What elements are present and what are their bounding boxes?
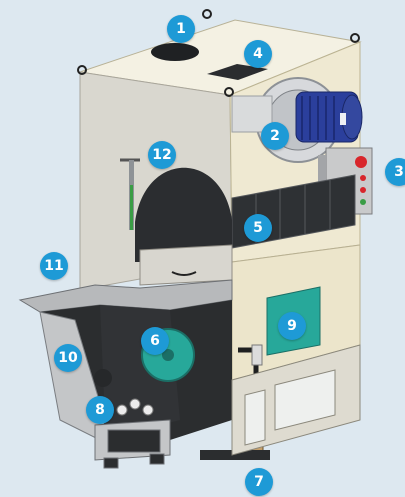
support-legs [231,344,361,456]
callout-label: 10 [58,350,78,366]
callout-badge-2: 2 [261,122,289,150]
callout-badge-5: 5 [244,214,272,242]
callout-badge-12: 12 [148,141,176,169]
callout-label: 12 [152,147,172,163]
callout-label: 3 [394,164,404,180]
callout-badge-3: 3 [385,158,405,186]
callout-label: 9 [287,318,297,334]
callout-label: 11 [44,258,64,274]
callout-label: 4 [253,46,263,62]
ball-valve [94,369,112,387]
access-drawer [139,244,233,286]
callout-badge-8: 8 [86,396,114,424]
callout-badge-4: 4 [244,40,272,68]
callout-label: 7 [254,474,264,490]
callout-badge-6: 6 [141,327,169,355]
callout-badge-9: 9 [278,312,306,340]
bottom-frame [94,419,171,469]
cleanout-bolts [116,398,154,416]
callout-label: 6 [150,333,160,349]
lifting-eyes [77,9,360,97]
hopper-tray [18,279,233,441]
callout-badge-7: 7 [245,468,273,496]
callout-label: 1 [176,21,186,37]
top-round-inlet [151,43,199,61]
callout-label: 8 [95,402,105,418]
arched-intake-opening [135,167,232,262]
callout-label: 5 [253,220,263,236]
callout-badge-1: 1 [167,15,195,43]
top-square-outlet [207,64,268,80]
callout-label: 2 [270,128,280,144]
callout-badge-10: 10 [54,344,82,372]
callout-badge-11: 11 [40,252,68,280]
level-gauge [120,158,140,230]
